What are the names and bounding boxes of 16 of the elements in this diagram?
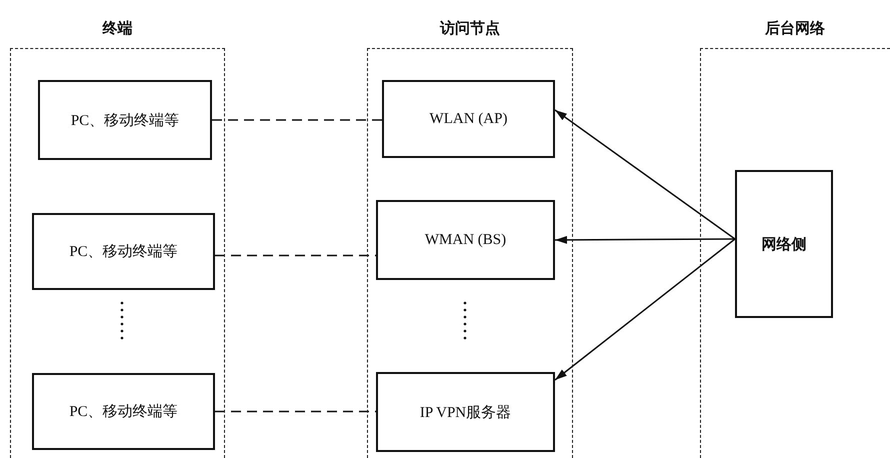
connector-line <box>212 119 382 121</box>
column-heading: 访问节点 <box>438 19 501 39</box>
device-box: IP VPN服务器 <box>376 372 555 452</box>
arrow <box>554 238 736 381</box>
connector-line <box>215 410 376 412</box>
device-box: PC、移动终端等 <box>32 213 215 290</box>
arrow <box>554 109 736 240</box>
device-box: WMAN (BS) <box>376 200 555 280</box>
device-box: PC、移动终端等 <box>32 373 215 450</box>
network-box: 网络侧 <box>735 170 833 318</box>
device-box: WLAN (AP) <box>382 80 555 158</box>
connector-line <box>215 254 376 256</box>
arrow <box>555 236 735 244</box>
column-heading: 终端 <box>101 19 134 39</box>
column-heading: 后台网络 <box>764 19 826 39</box>
device-box: PC、移动终端等 <box>38 80 212 160</box>
